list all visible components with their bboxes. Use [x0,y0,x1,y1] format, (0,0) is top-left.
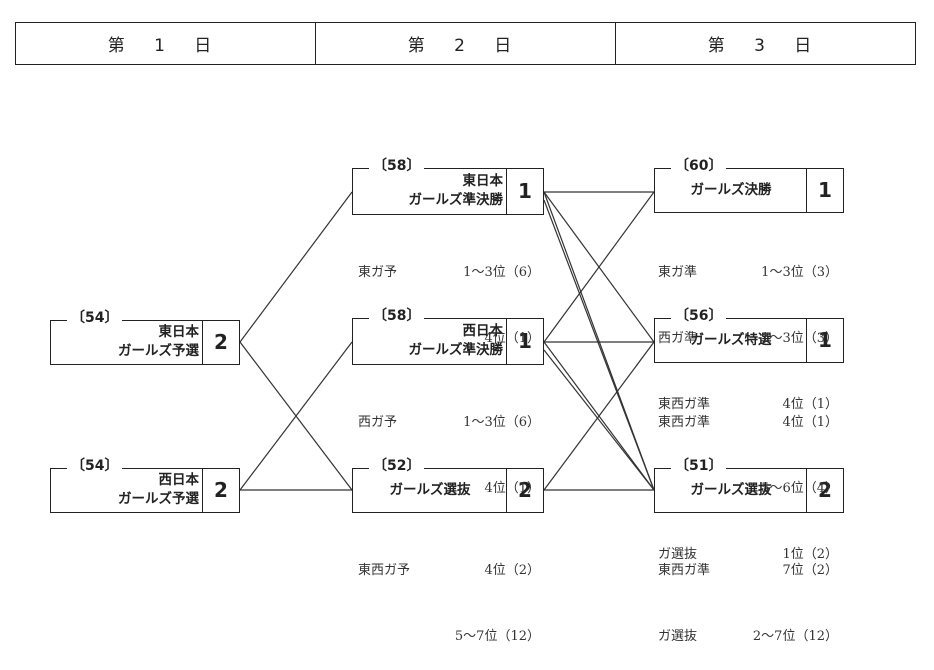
note-source: ガ選抜 [658,629,698,644]
link-58e-51b [543,199,655,491]
race-number: 〔58〕 [369,306,425,326]
note-value: 4位（1） [484,481,540,496]
race-58-east: 〔58〕 東日本 ガールズ準決勝 1 [351,156,544,215]
race-number: 〔54〕 [67,456,123,476]
note-value: 5～7位（12） [454,629,540,644]
race-count: 2 [506,468,543,512]
link-58w-51b [543,349,655,491]
note-52: 東西ガ予 4位（2） 5～7位（12） [358,516,540,670]
note-value: 1～3位（6） [463,415,540,430]
bracket-connections [239,191,655,491]
race-count: 1 [806,168,843,212]
note-source: 西ガ準 [658,331,698,346]
note-source: 東ガ準 [658,265,698,280]
race-number: 〔56〕 [671,306,727,326]
race-number: 〔52〕 [369,456,425,476]
race-number: 〔54〕 [67,308,123,328]
note-value: 1～3位（3） [761,331,838,346]
note-value: 4位（1） [484,331,540,346]
note-56: 東西ガ準 4位（1） 5～6位（4） ガ選抜 1位（2） [658,368,838,588]
note-60: 東ガ準 1～3位（3） 西ガ準 1～3位（3） 東西ガ準 4位（1） [658,218,838,438]
note-source: 東西ガ準 [658,415,711,430]
race-name: ガールズ予選 [118,343,199,359]
note-value: 5～6位（4） [761,481,838,496]
note-source: 東ガ予 [358,265,398,280]
race-name: ガールズ選抜 [389,481,471,498]
link-54w-58w [239,341,353,491]
day-3-header: 第 3 日 [707,36,824,56]
race-region: 東日本 [158,324,200,340]
race-name: ガールズ準決勝 [408,192,504,208]
note-value: 4位（1） [782,397,838,412]
race-count: 1 [506,318,543,364]
race-region: 東日本 [462,173,504,189]
note-source [358,328,428,350]
note-value: 1～3位（6） [463,265,540,280]
link-54e-58e [239,191,353,343]
race-count: 1 [806,318,843,362]
day-2-header: 第 2 日 [316,23,616,64]
note-value: 4位（1） [782,415,838,430]
note-value: 2～7位（12） [752,629,838,644]
note-value: 1～3位（3） [761,265,838,280]
race-60: 〔60〕 ガールズ決勝 1 [653,156,844,213]
race-count: 1 [506,168,543,214]
note-source [658,478,734,500]
race-name: ガールズ決勝 [690,181,772,198]
link-52-56 [543,341,655,491]
race-54-east: 〔54〕 東日本 ガールズ予選 2 [49,308,240,365]
day-header: 第 1 日 第 2 日 第 3 日 [15,22,916,65]
note-source: 東西ガ準 [658,563,711,578]
race-count: 2 [806,468,843,512]
race-name: ガールズ選抜 [690,481,772,498]
race-count: 2 [202,468,239,512]
race-name: ガールズ特選 [690,331,772,348]
note-value: 4位（2） [484,563,540,578]
note-source [358,626,438,648]
note-value: 7位（2） [782,563,838,578]
note-source [358,478,428,500]
race-region: 西日本 [462,323,504,339]
race-name: ガールズ予選 [118,491,199,507]
race-56: 〔56〕 ガールズ特選 1 [653,306,844,363]
race-52: 〔52〕 ガールズ選抜 2 [351,456,544,513]
note-source: 東西ガ予 [358,563,411,578]
note-58-east: 東ガ予 1～3位（6） 4位（1） [358,218,540,372]
note-51: 東西ガ準 7位（2） ガ選抜 2～7位（12） [658,516,838,670]
race-51: 〔51〕 ガールズ選抜 2 [653,456,844,513]
race-number: 〔58〕 [369,156,425,176]
race-count: 2 [202,320,239,364]
note-58-west: 西ガ予 1～3位（6） 4位（1） [358,368,540,522]
race-58-west: 〔58〕 西日本 ガールズ準決勝 1 [351,306,544,365]
day-1-header: 第 1 日 [16,23,316,64]
race-54-west: 〔54〕 西日本 ガールズ予選 2 [49,456,240,513]
note-source: ガ選抜 [658,547,698,562]
link-58w-60 [543,191,655,343]
note-value: 1位（2） [782,547,838,562]
race-number: 〔51〕 [671,456,727,476]
race-name: ガールズ準決勝 [408,342,504,358]
note-source: 西ガ予 [358,415,398,430]
race-region: 西日本 [158,472,200,488]
note-source: 東西ガ準 [658,397,711,412]
race-number: 〔60〕 [671,156,727,176]
